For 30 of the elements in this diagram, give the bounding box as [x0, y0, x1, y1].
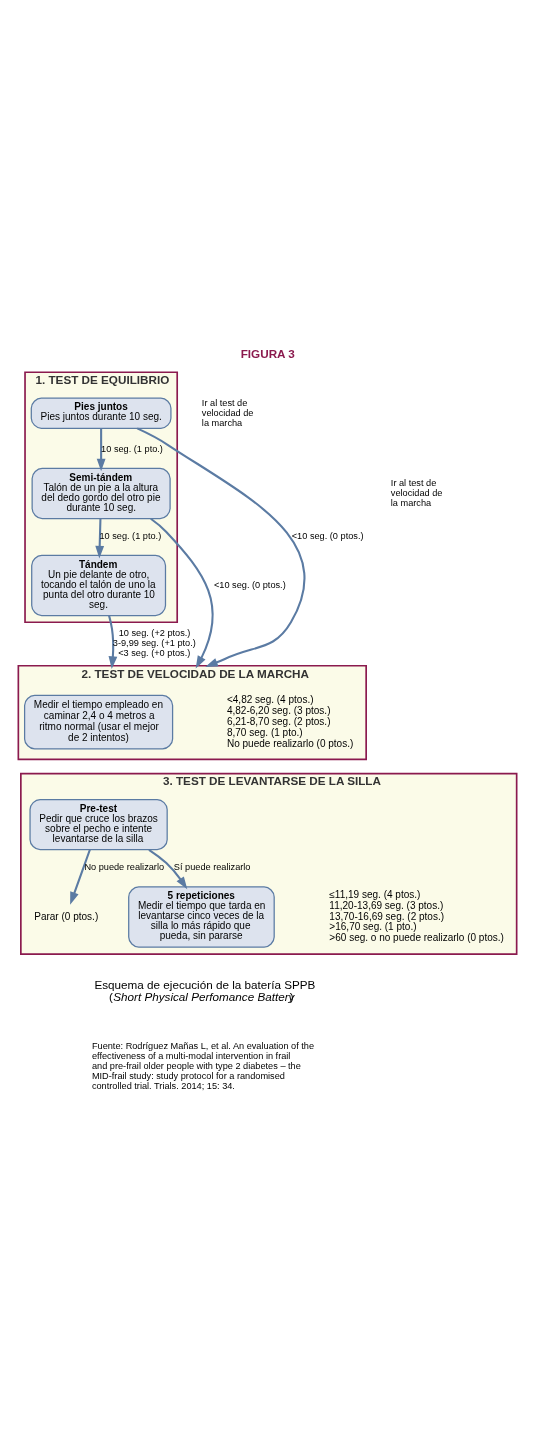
node-text: Parar (0 ptos.): [34, 910, 99, 922]
node-label: <4,82 seg. (4 ptos.): [226, 694, 314, 706]
node-label: 13,70-16,69 seg. (2 ptos.): [329, 910, 445, 922]
node-label: >60 seg. o no puede realizarlo (0 ptos.): [329, 932, 504, 944]
arrow: [70, 849, 91, 905]
edge-label: Sí puede realizarlo: [173, 862, 251, 873]
node-box: Semi-tándem Talón de un pie a la altura del dedo gordo del otro pie durante 10 seg.: [31, 467, 171, 520]
node-box: Tándem Un pie delante de otro, tocando el talón de uno la punta del otro durante 10 seg.: [31, 554, 167, 617]
arrow: [136, 427, 306, 667]
node-label: 8,70 seg. (1 pto.): [226, 726, 303, 738]
arrow: [108, 615, 118, 669]
node-label: ≤11,19 seg. (4 ptos.): [329, 888, 421, 900]
edge-label: No puede realizarlo: [84, 862, 165, 873]
arrow: [150, 517, 214, 669]
edge-label: <10 seg. (0 ptos.): [213, 579, 286, 590]
node-label: 11,20-13,69 seg. (3 ptos.): [329, 899, 444, 911]
node-box: Pre-test Pedir que cruce los brazos sobre el pecho e intente levantarse de la silla: [29, 798, 168, 851]
node-label: >16,70 seg. (1 pto.): [329, 921, 417, 933]
label: Ir al test de velocidad de la marcha: [390, 477, 443, 508]
label: Ir al test de velocidad de la marcha: [201, 397, 254, 428]
node-box: Medir el tiempo empleado en caminar 2,4 o 4 metros a ritmo normal (usar el mejor de 2 intentos): [24, 694, 174, 750]
node-label: 4,82-6,20 seg. (3 ptos.): [226, 704, 331, 716]
node-label: No puede realizarlo (0 ptos.): [226, 737, 354, 749]
arrow: [148, 848, 188, 890]
node-box: Pies juntos Pies juntos durante 10 seg.: [30, 397, 172, 429]
label: Fuente: Rodríguez Mañas L, et al. An evaluation of the effectiveness of a multi-modal intervention in frail and pre-frail older people with type 2 diabetes – the MID-frail study: study protocol for a randomised controlled trial. Trials. 2014; 15: 34.: [91, 1040, 315, 1091]
node-label: 6,21-8,70 seg. (2 ptos.): [226, 715, 331, 727]
edge-label: <10 seg. (0 ptos.): [291, 531, 364, 542]
diagram-title: FIGURA 3: [240, 347, 295, 361]
node-box: 5 repeticiones Medir el tiempo que tarda en levantarse cinco veces de la silla lo más rápido que pueda, sin pararse: [128, 886, 275, 948]
